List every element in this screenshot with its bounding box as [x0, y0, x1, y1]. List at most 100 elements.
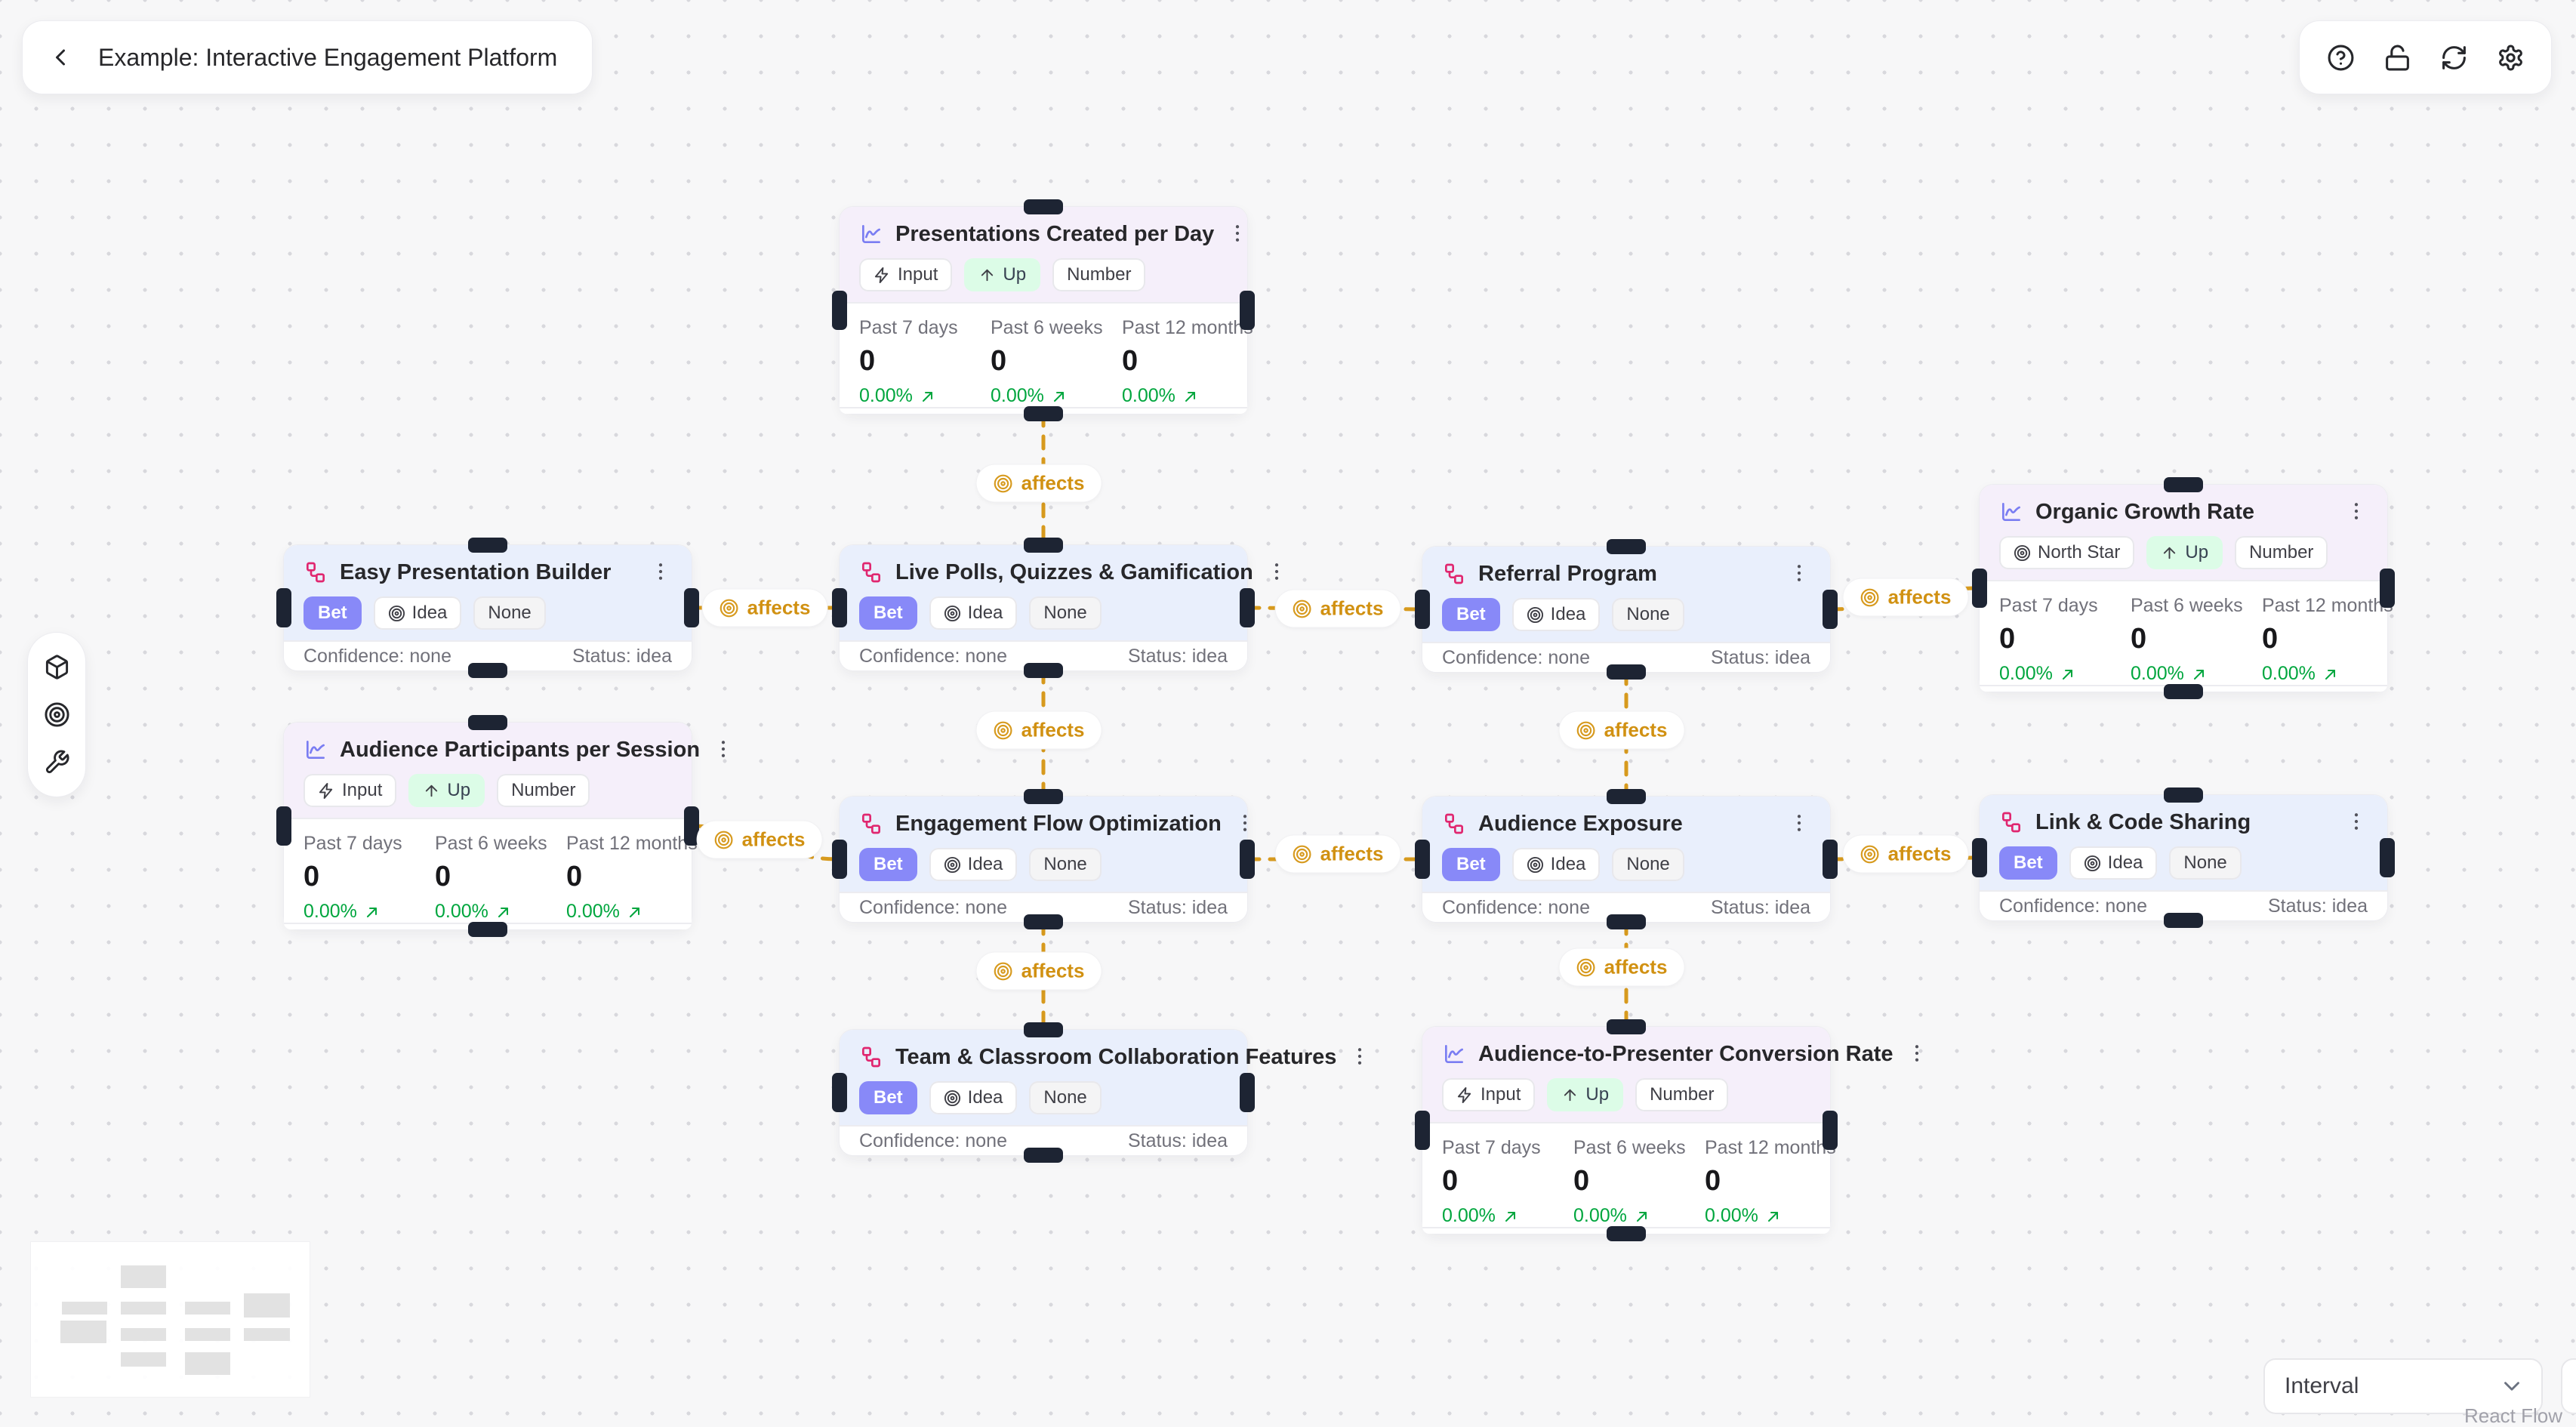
- tools-button[interactable]: [39, 744, 75, 781]
- edge-label-4[interactable]: affects: [976, 711, 1102, 749]
- node-audience-to-presenter-conversion[interactable]: Audience-to-Presenter Conversion Rate In…: [1415, 1019, 1918, 1241]
- edge-label-3[interactable]: affects: [1843, 578, 1968, 616]
- handle-left[interactable]: [1415, 840, 1430, 879]
- handle-right[interactable]: [2380, 838, 2395, 877]
- handle-top[interactable]: [1024, 1022, 1063, 1037]
- chevron-down-icon: [2499, 1373, 2525, 1399]
- node-menu-button[interactable]: [1348, 1045, 1371, 1070]
- trend-up-icon: [1502, 1207, 1520, 1225]
- target-icon: [2084, 855, 2101, 872]
- handle-left[interactable]: [832, 588, 847, 627]
- goals-button[interactable]: [39, 697, 75, 733]
- node-menu-button[interactable]: [1788, 562, 1810, 587]
- handle-left[interactable]: [832, 840, 847, 879]
- edge-label-1[interactable]: affects: [702, 589, 827, 627]
- handle-right[interactable]: [1823, 840, 1838, 879]
- handle-left[interactable]: [1415, 1111, 1430, 1150]
- edge-label-9[interactable]: affects: [976, 952, 1102, 990]
- handle-bottom[interactable]: [1607, 1226, 1646, 1241]
- metric-value: 0: [1705, 1165, 1721, 1197]
- handle-top[interactable]: [1024, 538, 1063, 553]
- node-menu-button[interactable]: [2345, 500, 2368, 525]
- handle-top[interactable]: [2164, 787, 2203, 803]
- node-menu-button[interactable]: [1234, 812, 1256, 837]
- handle-right[interactable]: [2380, 569, 2395, 608]
- minimap[interactable]: [31, 1242, 310, 1397]
- bolt-icon: [1456, 1086, 1474, 1104]
- handle-bottom[interactable]: [1607, 664, 1646, 680]
- edge-label-7[interactable]: affects: [1275, 835, 1400, 873]
- interval-select[interactable]: Interval: [2263, 1358, 2543, 1414]
- help-icon: [2327, 44, 2355, 72]
- node-menu-button[interactable]: [712, 738, 735, 763]
- handle-left[interactable]: [832, 291, 847, 330]
- handle-bottom[interactable]: [2164, 684, 2203, 699]
- handle-right[interactable]: [684, 588, 699, 627]
- edge-label-0[interactable]: affects: [976, 464, 1102, 502]
- node-menu-button[interactable]: [2345, 810, 2368, 835]
- handle-top[interactable]: [468, 538, 507, 553]
- handle-right[interactable]: [684, 806, 699, 846]
- handle-left[interactable]: [276, 588, 291, 627]
- unlock-button[interactable]: [2379, 39, 2415, 76]
- edge-label-6[interactable]: affects: [697, 821, 822, 858]
- nodes-button[interactable]: [39, 649, 75, 686]
- handle-left[interactable]: [276, 806, 291, 846]
- edge-label-5[interactable]: affects: [1559, 711, 1684, 749]
- node-team-classroom-collaboration[interactable]: Team & Classroom Collaboration Features …: [832, 1022, 1362, 1163]
- settings-button[interactable]: [2492, 39, 2528, 76]
- edge-label-10[interactable]: affects: [1559, 948, 1684, 986]
- handle-left[interactable]: [1415, 590, 1430, 629]
- handle-bottom[interactable]: [1024, 1148, 1063, 1163]
- handle-top[interactable]: [1024, 199, 1063, 214]
- handle-top[interactable]: [1024, 789, 1063, 804]
- node-menu-button[interactable]: [649, 560, 672, 585]
- handle-right[interactable]: [1240, 1073, 1255, 1112]
- handle-top[interactable]: [1607, 1019, 1646, 1034]
- handle-right[interactable]: [1823, 1111, 1838, 1150]
- node-menu-button[interactable]: [1226, 222, 1249, 247]
- tag-north-star: North Star: [1999, 536, 2135, 569]
- edge-label-2[interactable]: affects: [1275, 590, 1400, 627]
- handle-left[interactable]: [1972, 838, 1987, 877]
- handle-right[interactable]: [1240, 291, 1255, 330]
- node-menu-button[interactable]: [1265, 560, 1288, 585]
- node-menu-button[interactable]: [1906, 1042, 1928, 1067]
- handle-right[interactable]: [1240, 840, 1255, 879]
- handle-top[interactable]: [468, 715, 507, 730]
- back-button[interactable]: [42, 39, 79, 76]
- refresh-button[interactable]: [2436, 39, 2472, 76]
- edge-label-8[interactable]: affects: [1843, 835, 1968, 873]
- handle-bottom[interactable]: [2164, 913, 2203, 928]
- handle-right[interactable]: [1240, 588, 1255, 627]
- handle-bottom[interactable]: [1024, 406, 1063, 421]
- handle-bottom[interactable]: [1024, 914, 1063, 929]
- help-button[interactable]: [2322, 39, 2359, 76]
- handle-top[interactable]: [2164, 477, 2203, 492]
- node-title: Referral Program: [1478, 561, 1657, 586]
- handle-top[interactable]: [1607, 789, 1646, 804]
- handle-bottom[interactable]: [468, 663, 507, 678]
- node-title: Organic Growth Rate: [2035, 499, 2255, 524]
- handle-bottom[interactable]: [468, 922, 507, 937]
- handle-left[interactable]: [1972, 569, 1987, 608]
- handle-right[interactable]: [1823, 590, 1838, 629]
- workflow-icon: [1999, 810, 2023, 834]
- node-title: Audience-to-Presenter Conversion Rate: [1478, 1041, 1893, 1066]
- node-menu-button[interactable]: [1788, 812, 1810, 837]
- handle-top[interactable]: [1607, 539, 1646, 554]
- handle-left[interactable]: [832, 1073, 847, 1112]
- handle-bottom[interactable]: [1024, 663, 1063, 678]
- handle-bottom[interactable]: [1607, 914, 1646, 929]
